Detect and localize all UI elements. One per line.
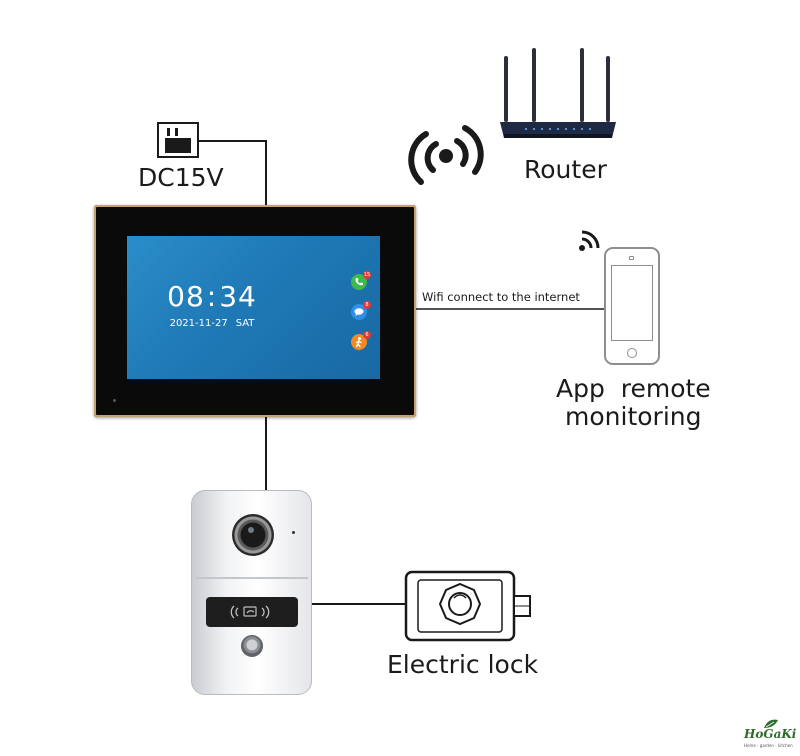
message-icon xyxy=(354,308,364,316)
message-badge: 8 xyxy=(363,301,371,309)
brand-logo: HoGaKi Home - garden - kitchen xyxy=(744,716,800,752)
electric-lock-label: Electric lock xyxy=(387,650,539,679)
doorbell-call-button[interactable] xyxy=(241,635,263,657)
leaf-logo-icon xyxy=(764,719,778,728)
date-display: 2021-11-27 SAT xyxy=(127,318,297,329)
logo-tagline: Home - garden - kitchen xyxy=(744,743,793,748)
power-label: DC15V xyxy=(138,163,224,192)
weekday-text: SAT xyxy=(235,318,255,329)
router-label: Router xyxy=(524,155,607,184)
visitor-app-icon[interactable]: 6 xyxy=(351,331,371,350)
power-adapter-icon xyxy=(157,122,199,158)
router-icon xyxy=(500,48,616,138)
phone-wifi-icon xyxy=(579,230,600,251)
rfid-panel xyxy=(206,597,298,627)
call-badge: 15 xyxy=(363,271,371,279)
doorbell-seam xyxy=(196,577,308,579)
lens-glint xyxy=(248,527,254,533)
doorbell-unit xyxy=(191,490,312,695)
power-wire xyxy=(199,140,267,205)
camera-lens-icon xyxy=(232,514,274,556)
electric-lock-icon xyxy=(404,570,531,642)
clock-display: 08:34 xyxy=(127,280,297,313)
visitor-badge: 6 xyxy=(363,331,371,339)
indoor-monitor: 08:34 2021-11-27 SAT 15 8 6 xyxy=(94,205,416,417)
message-app-icon[interactable]: 8 xyxy=(351,301,371,320)
app-monitoring-label-line1: App remote xyxy=(556,374,711,403)
clock-hours: 08 xyxy=(167,280,205,313)
clock-separator: : xyxy=(206,280,218,313)
monitor-screen: 08:34 2021-11-27 SAT 15 8 6 xyxy=(127,236,380,379)
logo-name: HoGaKi xyxy=(744,727,797,741)
clock-minutes: 34 xyxy=(219,280,257,313)
app-monitoring-label-line2: monitoring xyxy=(565,402,702,431)
phone-speaker xyxy=(629,256,634,260)
monitor-led xyxy=(113,399,116,402)
mic-hole xyxy=(292,531,295,534)
call-app-icon[interactable]: 15 xyxy=(351,271,371,290)
rfid-card-icon xyxy=(230,605,270,619)
phone-home-button xyxy=(627,348,637,358)
person-icon xyxy=(355,337,362,348)
date-text: 2021-11-27 xyxy=(169,318,228,329)
phone-call-icon xyxy=(355,278,363,286)
wifi-signal-icon xyxy=(408,125,484,185)
wifi-link-label: Wifi connect to the internet xyxy=(422,290,580,304)
phone-screen xyxy=(611,265,653,341)
smartphone-icon xyxy=(604,247,660,365)
